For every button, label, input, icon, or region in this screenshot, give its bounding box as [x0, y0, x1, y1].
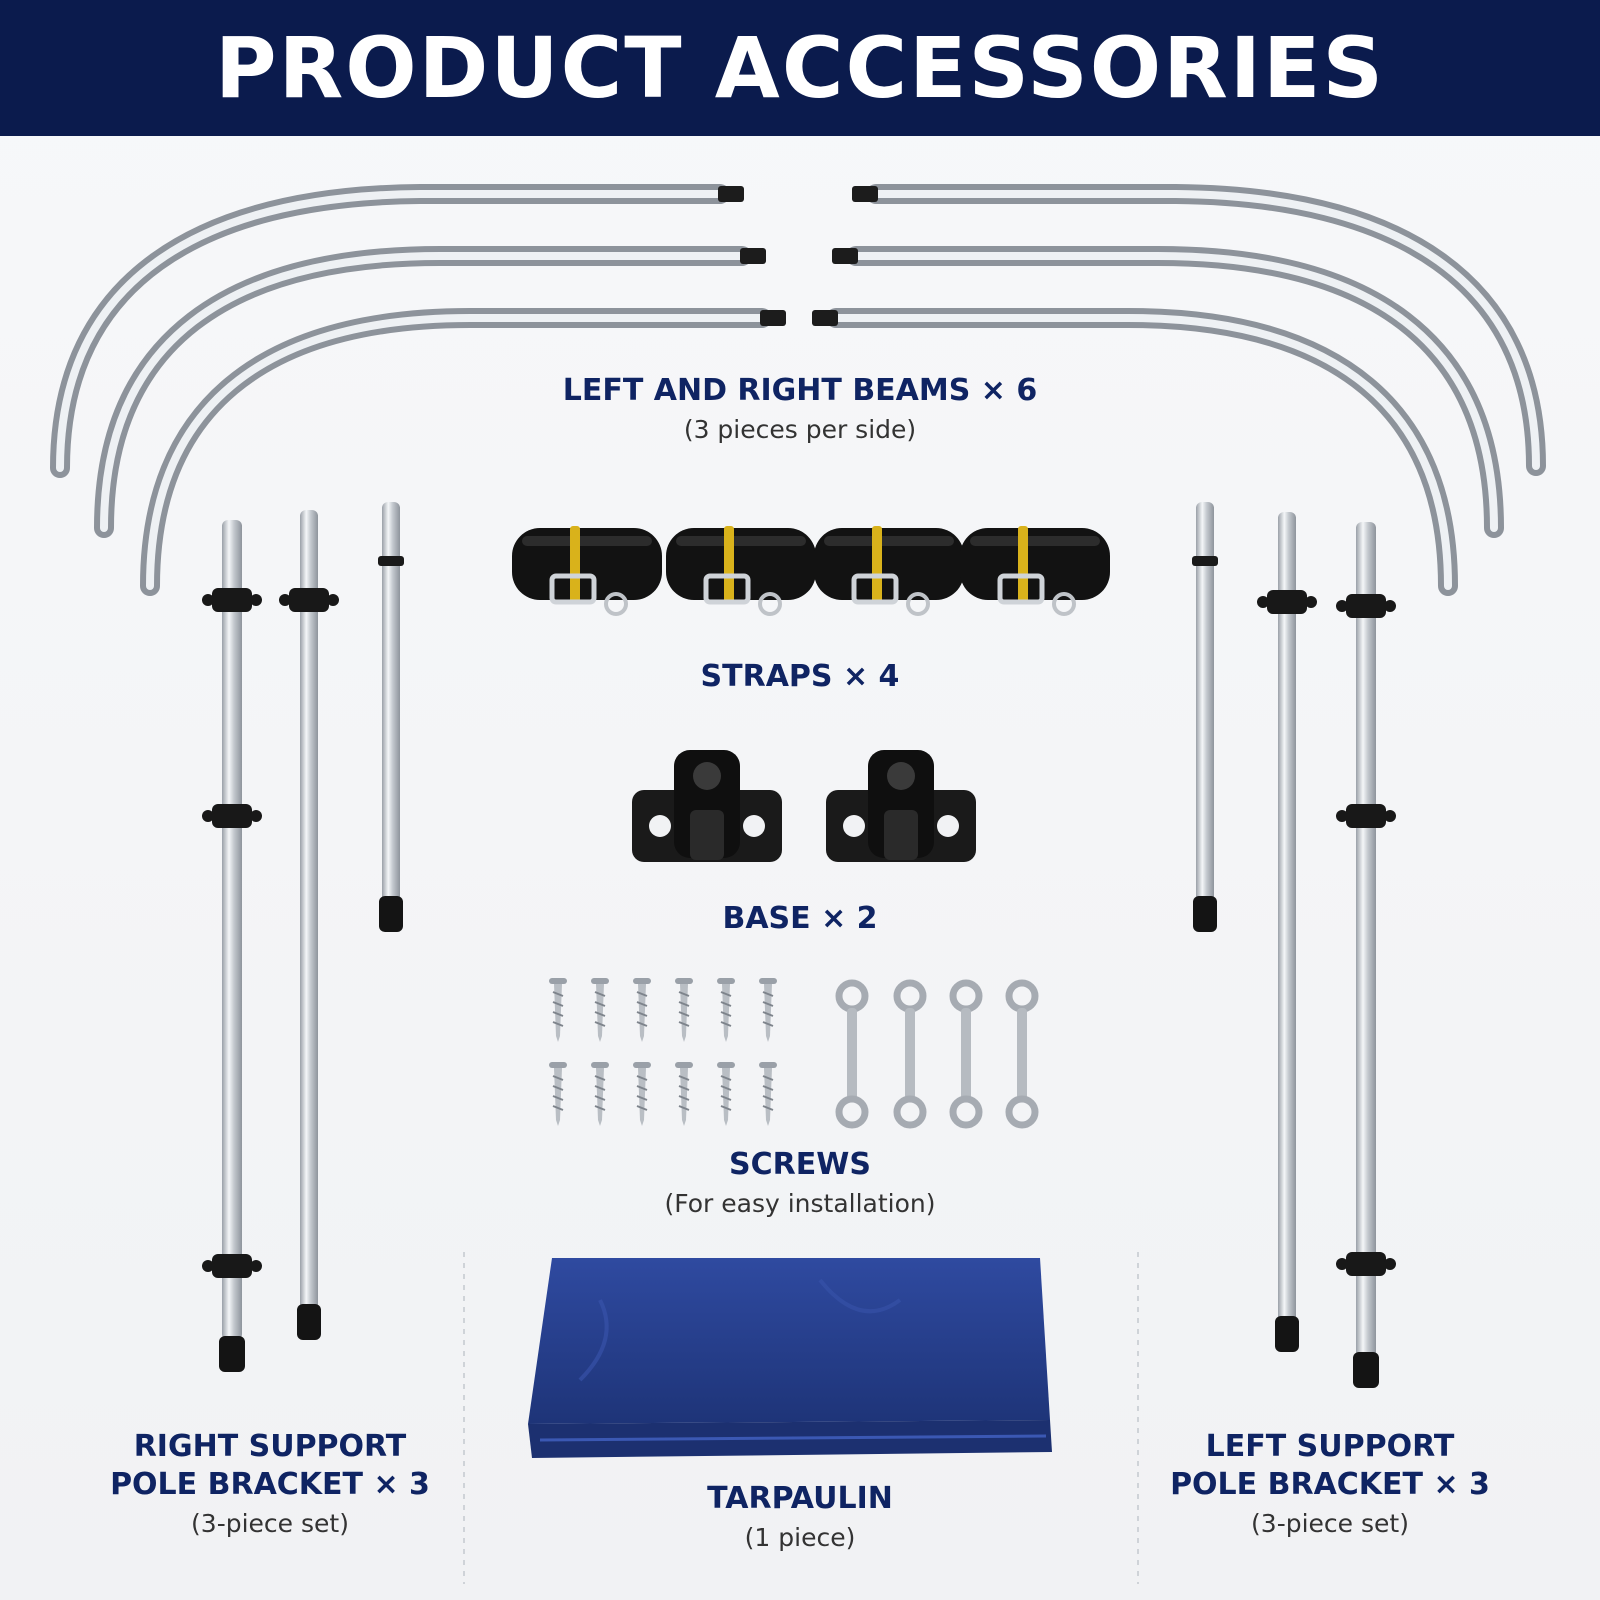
right-support-poles	[202, 502, 404, 1372]
left-pole-2	[1278, 512, 1296, 1338]
left-support-label: LEFT SUPPORT POLE BRACKET × 3 (3-piece s…	[1150, 1428, 1510, 1544]
base-title: BASE × 2	[722, 901, 878, 936]
screws-set	[548, 977, 778, 1127]
pad-eyes	[839, 983, 1035, 1125]
page-title: PRODUCT ACCESSORIES	[215, 19, 1385, 117]
straps-label: STRAPS × 4	[600, 658, 1000, 696]
right-pole-1	[222, 520, 242, 1340]
tarpaulin-label: TARPAULIN (1 piece)	[600, 1480, 1000, 1558]
beams-title: LEFT AND RIGHT BEAMS × 6	[562, 373, 1038, 408]
left-beams	[50, 184, 786, 596]
left-support-subtitle: (3-piece set)	[1251, 1509, 1409, 1538]
right-support-subtitle: (3-piece set)	[191, 1509, 349, 1538]
beams-label: LEFT AND RIGHT BEAMS × 6 (3 pieces per s…	[500, 372, 1100, 450]
right-support-label: RIGHT SUPPORT POLE BRACKET × 3 (3-piece …	[90, 1428, 450, 1544]
left-pole-1	[1196, 502, 1214, 902]
right-pole-3	[382, 502, 400, 902]
beams-subtitle: (3 pieces per side)	[683, 415, 917, 444]
screws-subtitle: (For easy installation)	[664, 1189, 936, 1218]
right-support-title-line1: RIGHT SUPPORT	[133, 1429, 407, 1464]
screws-label: SCREWS (For easy installation)	[580, 1146, 1020, 1224]
left-pole-3	[1356, 522, 1376, 1358]
right-pole-2	[300, 510, 318, 1310]
left-support-title-line1: LEFT SUPPORT	[1205, 1429, 1455, 1464]
tarpaulin-subtitle: (1 piece)	[744, 1523, 856, 1552]
bases	[632, 750, 976, 862]
tarpaulin-title: TARPAULIN	[707, 1481, 893, 1516]
header-banner: PRODUCT ACCESSORIES	[0, 0, 1600, 136]
right-beams	[812, 184, 1546, 596]
tarpaulin-folded	[528, 1258, 1052, 1458]
left-support-title-line2: POLE BRACKET × 3	[1170, 1467, 1490, 1502]
right-support-title-line2: POLE BRACKET × 3	[110, 1467, 430, 1502]
base-label: BASE × 2	[600, 900, 1000, 938]
straps-title: STRAPS × 4	[700, 659, 900, 694]
straps	[512, 526, 1110, 614]
screws-title: SCREWS	[729, 1147, 871, 1182]
left-support-poles	[1192, 502, 1396, 1388]
